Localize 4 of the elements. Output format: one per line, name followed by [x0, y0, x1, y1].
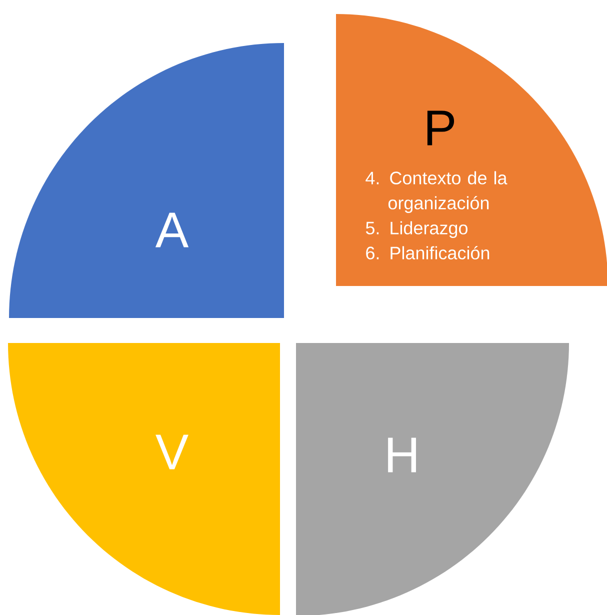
quadrant: V [8, 343, 280, 615]
quadrant: P 4. Contexto de la organización 5. Liderazgo 6. Planificación [336, 14, 607, 286]
quadrant: H [296, 343, 569, 615]
quadrant: A [9, 43, 284, 318]
